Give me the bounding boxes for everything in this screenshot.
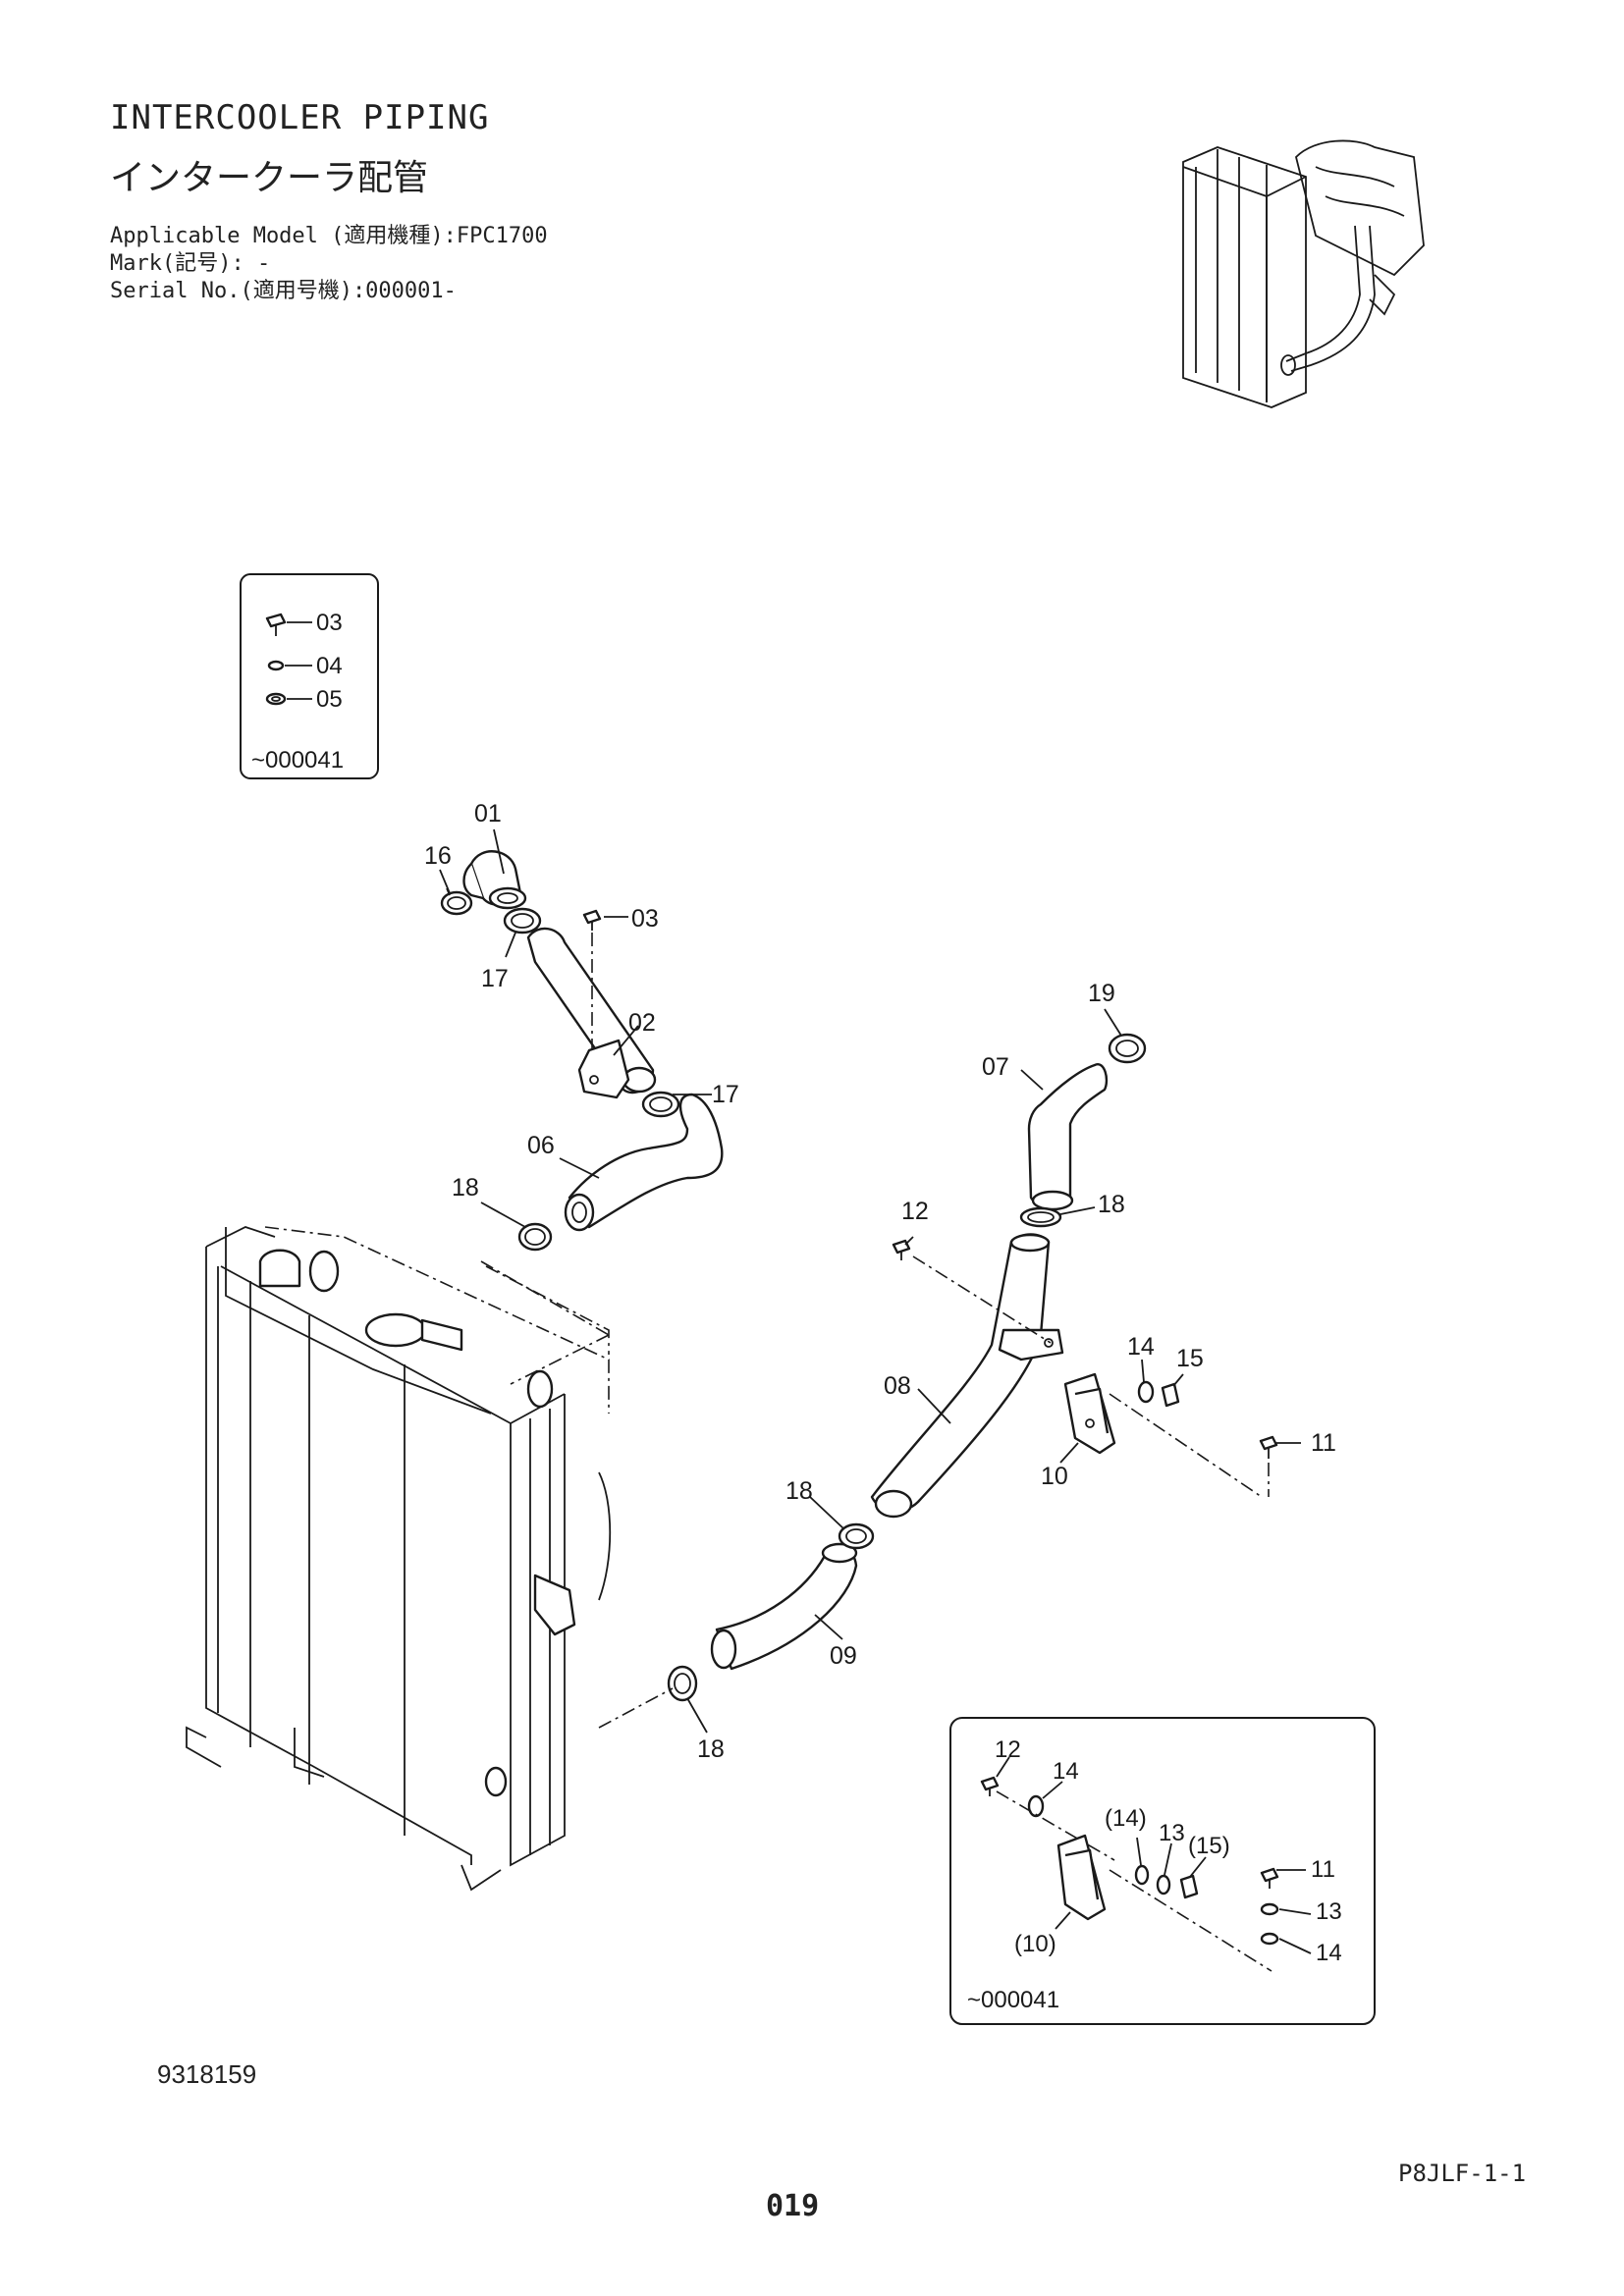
callout-15: 15 bbox=[1176, 1345, 1204, 1372]
inset-label-13-b: 13 bbox=[1316, 1898, 1342, 1925]
washer-icon bbox=[1134, 1864, 1150, 1886]
callout-17: 17 bbox=[481, 965, 509, 992]
part-03-bolt bbox=[582, 909, 628, 1050]
serial-number: Serial No.(適用号機):000001- bbox=[110, 279, 457, 303]
part-12-bolt bbox=[892, 1239, 1052, 1344]
centerline bbox=[1109, 1393, 1263, 1498]
callout-03: 03 bbox=[631, 905, 659, 933]
inset-box-bracket-variant: 12 14 (14) 13 (15) 11 13 14 (10) ~000041 bbox=[949, 1717, 1376, 2025]
applicable-model: Applicable Model (適用機種):FPC1700 bbox=[110, 224, 548, 248]
part-08-pipe bbox=[870, 1233, 1064, 1519]
leader-lines bbox=[439, 828, 1301, 1734]
part-11-bolt bbox=[1259, 1435, 1278, 1497]
inset-serial-range: ~000041 bbox=[251, 747, 344, 774]
washer-icon bbox=[1260, 1902, 1279, 1916]
nut-icon bbox=[1179, 1874, 1199, 1899]
part-09-hose bbox=[710, 1542, 858, 1671]
inset-label-14-ref: (14) bbox=[1105, 1805, 1147, 1832]
inset-label-15-ref: (15) bbox=[1188, 1833, 1230, 1859]
callout-11: 11 bbox=[1311, 1429, 1336, 1457]
callout-18-c: 18 bbox=[785, 1477, 813, 1505]
inset-label-05: 05 bbox=[316, 686, 343, 713]
part-06-hose bbox=[564, 1093, 724, 1232]
callout-06: 06 bbox=[527, 1132, 555, 1159]
inset-label-12: 12 bbox=[995, 1736, 1021, 1763]
page-title-japanese: インタークーラ配管 bbox=[110, 158, 429, 198]
mark: Mark(記号): - bbox=[110, 251, 271, 276]
part-10-bracket bbox=[1063, 1372, 1116, 1455]
inset-label-10-ref: (10) bbox=[1014, 1931, 1056, 1957]
inset-label-14: 14 bbox=[1053, 1758, 1079, 1785]
part-02-pipe bbox=[526, 927, 657, 1099]
bolt-icon bbox=[980, 1776, 1000, 1796]
callout-09: 09 bbox=[830, 1642, 857, 1670]
intercooler-core bbox=[186, 1226, 612, 1892]
bolt-icon bbox=[1260, 1867, 1279, 1889]
spring-washer-icon bbox=[267, 660, 285, 671]
inset-box-fasteners bbox=[240, 573, 379, 779]
centerline bbox=[598, 1687, 674, 1729]
page-title: INTERCOOLER PIPING bbox=[110, 98, 490, 137]
part-18-hose-clamp-d bbox=[667, 1665, 698, 1702]
flat-washer-icon bbox=[265, 692, 287, 706]
callout-labels: 01 16 17 03 02 17 06 18 19 07 18 12 08 1… bbox=[424, 800, 1336, 1763]
callout-18-b: 18 bbox=[1098, 1191, 1125, 1218]
callout-12: 12 bbox=[901, 1198, 929, 1225]
page-number: 019 bbox=[766, 2189, 820, 2223]
inset-label-14-b: 14 bbox=[1316, 1940, 1342, 1966]
washer-icon bbox=[1027, 1794, 1045, 1818]
inset-top-labels: 03 04 05 ~000041 bbox=[251, 610, 344, 774]
part-14-washer bbox=[1137, 1380, 1155, 1404]
callout-19: 19 bbox=[1088, 980, 1115, 1007]
reference-code: P8JLF-1-1 bbox=[1398, 2160, 1527, 2187]
callout-01: 01 bbox=[474, 800, 502, 828]
part-18-hose-clamp-b bbox=[1019, 1206, 1062, 1228]
part-17-hose-clamp-upper bbox=[503, 907, 542, 934]
part-01-elbow bbox=[462, 850, 527, 910]
assembly-thumbnail bbox=[1182, 139, 1425, 408]
callout-08: 08 bbox=[884, 1372, 911, 1400]
washer-icon bbox=[1260, 1932, 1279, 1946]
callout-16: 16 bbox=[424, 842, 452, 870]
part-18-hose-clamp-c bbox=[838, 1522, 875, 1550]
inset-label-03: 03 bbox=[316, 610, 343, 636]
callout-17-lower: 17 bbox=[712, 1081, 739, 1108]
callout-07: 07 bbox=[982, 1053, 1009, 1081]
callout-18-d: 18 bbox=[697, 1735, 725, 1763]
inset-label-04: 04 bbox=[316, 653, 343, 679]
callout-14: 14 bbox=[1127, 1333, 1155, 1361]
callout-02: 02 bbox=[628, 1009, 656, 1037]
centerline bbox=[485, 1265, 610, 1355]
inset-label-11: 11 bbox=[1311, 1856, 1335, 1883]
washer-icon bbox=[1156, 1874, 1171, 1896]
part-07-hose bbox=[1027, 1063, 1109, 1211]
part-17-hose-clamp-lower bbox=[641, 1091, 680, 1118]
part-19-hose-clamp bbox=[1108, 1033, 1147, 1064]
inset-label-13: 13 bbox=[1159, 1820, 1185, 1846]
drawing-number: 9318159 bbox=[157, 2059, 257, 2089]
inset-serial-range: ~000041 bbox=[967, 1987, 1059, 2013]
callout-18-a: 18 bbox=[452, 1174, 479, 1201]
callout-10: 10 bbox=[1041, 1463, 1068, 1490]
part-18-hose-clamp-a bbox=[517, 1222, 553, 1252]
bolt-icon bbox=[265, 613, 287, 636]
part-15-nut bbox=[1161, 1382, 1180, 1408]
